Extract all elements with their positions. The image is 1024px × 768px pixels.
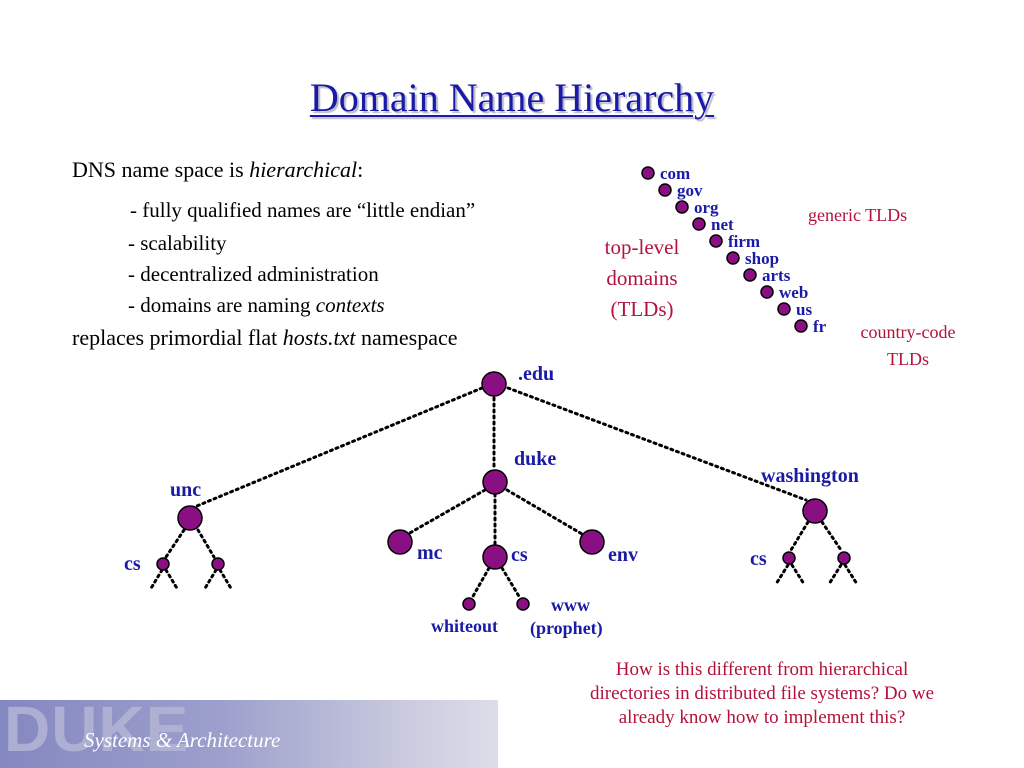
tld-label: net xyxy=(711,215,734,234)
tld-label: shop xyxy=(745,249,779,268)
tree-labels: .edu duke unc washington cs mc cs env cs… xyxy=(124,363,859,639)
country-code-line: country-code xyxy=(860,322,956,342)
intro-suffix: : xyxy=(357,157,364,182)
edge-duke-env xyxy=(505,488,584,536)
question-line: directories in distributed file systems?… xyxy=(589,683,935,704)
label-www: www xyxy=(551,595,590,615)
edge-edu-washington xyxy=(506,386,808,502)
edge-unc-cs xyxy=(164,528,186,559)
tld-label: fr xyxy=(813,317,827,336)
label-wash-cs: cs xyxy=(750,548,767,570)
node-unc-child xyxy=(211,557,225,571)
tld-label: arts xyxy=(762,266,791,285)
node-edu xyxy=(481,371,507,397)
replaces-line: replaces primordial flat hosts.txt names… xyxy=(72,325,457,351)
bullet-contexts: - domains are naming contexts xyxy=(128,293,385,318)
tld-node xyxy=(675,200,689,214)
tld-node xyxy=(743,268,757,282)
edge-edu-unc xyxy=(190,386,484,510)
bullet-decentralized: - decentralized administration xyxy=(128,262,379,286)
tld-node xyxy=(760,285,774,299)
label-prophet: (prophet) xyxy=(530,618,603,639)
edge-leaf xyxy=(148,568,164,592)
tree-nodes xyxy=(156,371,851,611)
bullet-contexts-em: contexts xyxy=(315,293,385,317)
replaces-suffix: namespace xyxy=(355,325,458,350)
label-edu: .edu xyxy=(518,363,554,385)
label-whiteout: whiteout xyxy=(431,616,498,636)
edge-leaf xyxy=(827,563,843,586)
edge-duke-mc xyxy=(406,488,487,536)
edge-cs-www xyxy=(500,566,522,600)
edge-wash-child xyxy=(820,520,843,552)
label-unc-cs: cs xyxy=(124,553,141,575)
generic-tlds-label: generic TLDs xyxy=(808,205,908,225)
label-duke-cs: cs xyxy=(511,544,528,566)
edge-cs-whiteout xyxy=(470,566,491,600)
node-wash-cs xyxy=(782,551,796,565)
tree-edges xyxy=(148,386,859,600)
replaces-prefix: replaces primordial flat xyxy=(72,325,283,350)
tld-label: com xyxy=(660,164,690,183)
tld-nodes xyxy=(641,166,808,333)
edge-leaf xyxy=(790,563,806,586)
node-unc xyxy=(177,505,203,531)
label-env: env xyxy=(608,544,638,566)
label-duke: duke xyxy=(514,448,556,470)
bullet-little-endian: - fully qualified names are “little endi… xyxy=(130,198,476,222)
tld-node xyxy=(726,251,740,265)
node-env xyxy=(579,529,605,555)
tld-label: us xyxy=(796,300,812,319)
tld-label: web xyxy=(779,283,808,302)
question-line: already know how to implement this? xyxy=(618,707,906,728)
edge-leaf xyxy=(843,563,859,586)
replaces-em: hosts.txt xyxy=(282,325,356,350)
tld-caption-line: domains xyxy=(606,266,678,290)
country-code-label: country-code TLDs xyxy=(846,319,970,373)
node-unc-cs xyxy=(156,557,170,571)
tld-caption-line: (TLDs) xyxy=(610,297,674,321)
slide-title: Domain Name Hierarchy xyxy=(309,75,715,120)
tld-node xyxy=(692,217,706,231)
tld-labels: com gov org net firm shop arts web us fr xyxy=(660,164,827,336)
tld-node xyxy=(777,302,791,316)
edge-leaf xyxy=(164,568,180,592)
country-code-line: TLDs xyxy=(887,349,929,369)
label-mc: mc xyxy=(417,542,443,564)
tld-node xyxy=(658,183,672,197)
footer-band xyxy=(0,700,498,768)
edge-leaf xyxy=(774,563,790,586)
node-washington xyxy=(802,498,828,524)
node-wash-child xyxy=(837,551,851,565)
node-mc xyxy=(387,529,413,555)
tld-caption: top-level domains (TLDs) xyxy=(590,232,694,325)
tld-label: firm xyxy=(728,232,760,251)
bullet-contexts-prefix: - domains are naming xyxy=(128,293,316,317)
edge-wash-cs xyxy=(789,520,810,552)
footer-text: Systems & Architecture xyxy=(84,728,281,752)
question-line: How is this different from hierarchical xyxy=(615,659,909,680)
intro-line: DNS name space is hierarchical: xyxy=(72,157,363,183)
label-washington: washington xyxy=(761,465,859,487)
edge-leaf xyxy=(202,568,218,592)
tld-node xyxy=(794,319,808,333)
node-duke xyxy=(482,469,508,495)
tld-node xyxy=(641,166,655,180)
tld-label: org xyxy=(694,198,719,217)
bullet-scalability: - scalability xyxy=(128,231,227,255)
node-www xyxy=(516,597,530,611)
question-text: How is this different from hierarchical … xyxy=(540,658,984,730)
node-duke-cs xyxy=(482,544,508,570)
label-unc: unc xyxy=(170,479,201,501)
tld-label: gov xyxy=(677,181,703,200)
edge-leaf xyxy=(218,568,234,592)
edge-unc-child xyxy=(196,528,216,559)
tld-node xyxy=(709,234,723,248)
duke-logo: DUKE xyxy=(4,693,190,765)
tld-caption-line: top-level xyxy=(604,235,680,259)
node-whiteout xyxy=(462,597,476,611)
intro-emphasis: hierarchical xyxy=(249,157,358,182)
intro-prefix: DNS name space is xyxy=(72,157,250,182)
